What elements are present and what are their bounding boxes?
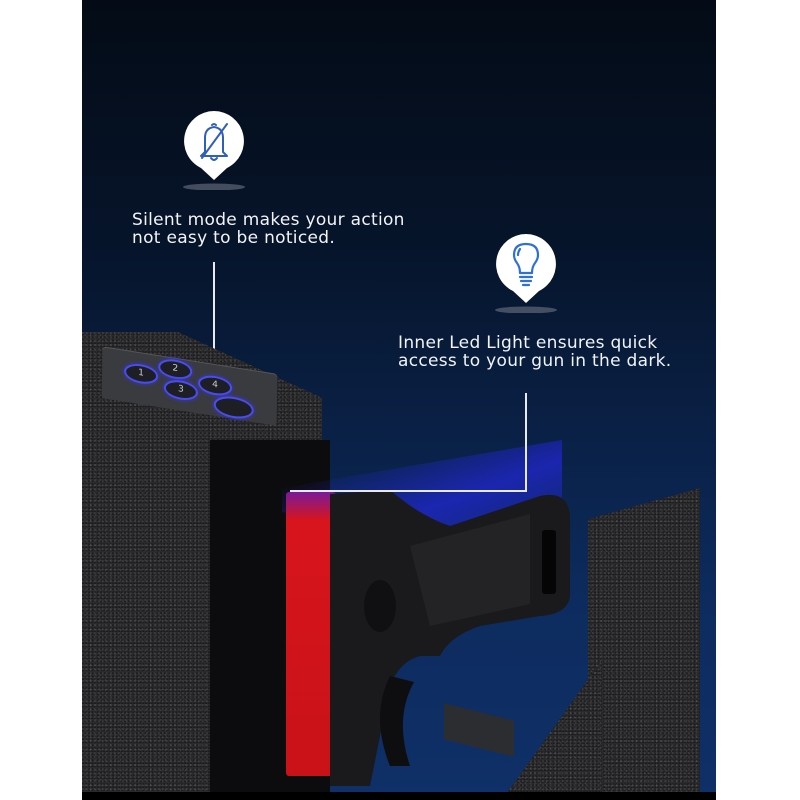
led-callout-line-vertical <box>525 393 527 492</box>
silent-mode-callout-line <box>213 262 215 388</box>
silent-mode-caption-line1: Silent mode makes your action <box>132 210 405 230</box>
led-light-caption-line1: Inner Led Light ensures quick <box>398 333 658 353</box>
light-bulb-icon <box>495 234 557 313</box>
led-light-caption-line2: access to your gun in the dark. <box>398 351 672 371</box>
pistol-grip <box>330 490 570 786</box>
keypad-key-2[interactable]: 2 <box>158 357 193 382</box>
bell-off-icon <box>183 111 245 190</box>
bottom-band <box>82 792 716 800</box>
keypad-key-4[interactable]: 4 <box>197 373 233 398</box>
safe-lid <box>588 488 700 800</box>
led-light-caption: Inner Led Light ensures quick access to … <box>398 334 671 370</box>
keypad-key-1[interactable]: 1 <box>123 361 159 387</box>
red-magazine <box>286 492 336 776</box>
product-image-panel: Silent mode makes your action not easy t… <box>82 0 716 800</box>
keypad-key-3[interactable]: 3 <box>163 377 199 403</box>
silent-mode-caption: Silent mode makes your action not easy t… <box>132 211 405 247</box>
led-callout-line-horizontal <box>290 490 527 492</box>
silent-mode-caption-line2: not easy to be noticed. <box>132 228 336 248</box>
